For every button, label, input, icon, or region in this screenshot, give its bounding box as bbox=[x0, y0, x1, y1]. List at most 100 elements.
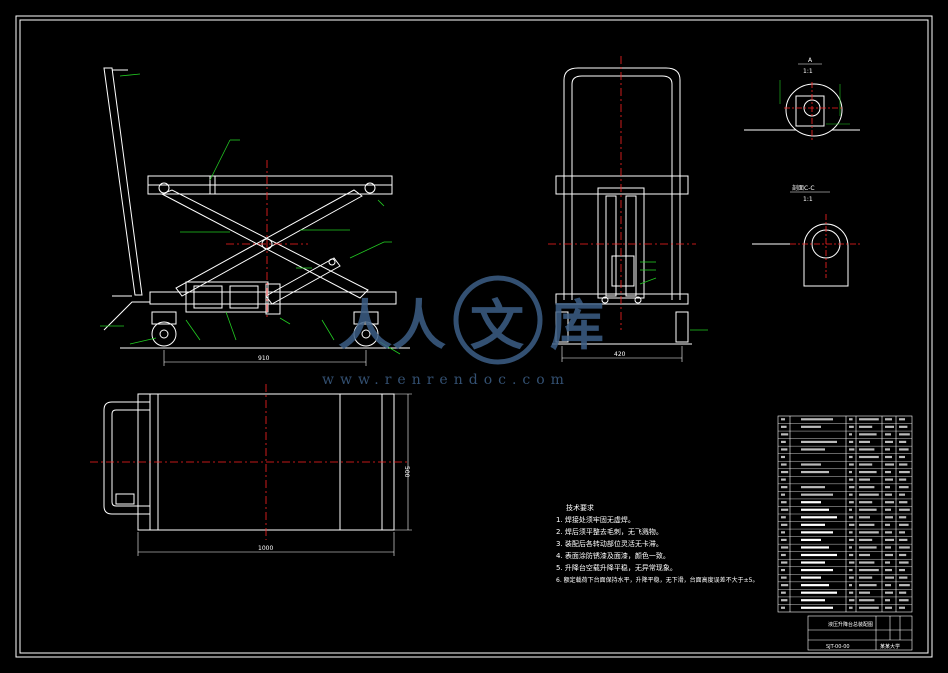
parts-list-cell-mark bbox=[801, 538, 821, 542]
detail-a-scale: 1:1 bbox=[803, 68, 813, 75]
parts-list-cell-mark bbox=[899, 501, 908, 504]
parts-list-cell-mark bbox=[849, 455, 853, 459]
parts-list-cell-mark bbox=[899, 553, 907, 557]
parts-list-cell-mark bbox=[849, 568, 853, 572]
parts-list-cell-mark bbox=[781, 493, 785, 496]
parts-list-cell-mark bbox=[899, 425, 908, 428]
parts-list-cell-mark bbox=[801, 591, 837, 594]
front-view bbox=[552, 67, 692, 345]
parts-list-cell-mark bbox=[859, 508, 877, 511]
parts-list-cell-mark bbox=[899, 448, 909, 451]
title-block-company: 某某大学 bbox=[880, 643, 900, 650]
parts-list-cell-mark bbox=[781, 591, 786, 594]
parts-list-cell-mark bbox=[849, 486, 855, 489]
parts-list-cell-mark bbox=[859, 568, 879, 572]
parts-list-cell-mark bbox=[859, 553, 870, 557]
parts-list-cell-mark bbox=[885, 546, 891, 549]
parts-list-cell-mark bbox=[899, 493, 905, 496]
parts-list-cell-mark bbox=[849, 448, 855, 451]
parts-list-cell-mark bbox=[885, 440, 893, 444]
technical-notes: 技术要求 1. 焊接处须牢固无虚焊。 2. 焊后须平整去毛刺，无飞溅物。 3. … bbox=[556, 503, 758, 584]
parts-list-cell-mark bbox=[899, 463, 908, 466]
parts-list-cell-mark bbox=[859, 561, 875, 564]
parts-list-cell-mark bbox=[885, 576, 894, 579]
parts-list-cell-mark bbox=[781, 561, 788, 564]
parts-list-cell-mark bbox=[899, 538, 908, 542]
parts-list-cell-mark bbox=[849, 478, 854, 481]
parts-list-cell-mark bbox=[885, 448, 890, 451]
parts-list-cell-mark bbox=[781, 418, 785, 421]
parts-list-cell-mark bbox=[801, 584, 829, 587]
parts-list-cell-mark bbox=[885, 599, 890, 602]
parts-list-cell-mark bbox=[899, 418, 905, 421]
parts-list-cell-mark bbox=[801, 576, 821, 579]
parts-list-cell-mark bbox=[859, 576, 873, 579]
parts-list-cell-mark bbox=[781, 501, 787, 504]
parts-list-cell-mark bbox=[859, 538, 873, 542]
parts-list-cell-mark bbox=[801, 606, 833, 609]
parts-list-cell-mark bbox=[849, 523, 855, 526]
parts-list-cell-mark bbox=[849, 591, 854, 594]
parts-list-cell-mark bbox=[899, 516, 907, 519]
parts-list-cell-mark bbox=[801, 508, 829, 511]
parts-list-cell-mark bbox=[885, 561, 890, 564]
parts-list-cell-mark bbox=[899, 433, 910, 436]
parts-list-cell-mark bbox=[781, 455, 785, 459]
parts-list-cell-mark bbox=[801, 486, 825, 489]
parts-list-cells bbox=[781, 418, 910, 609]
side-view-centerlines bbox=[226, 160, 308, 320]
parts-list-cell-mark bbox=[885, 606, 892, 609]
parts-list-cell-mark bbox=[781, 470, 789, 474]
parts-list-cell-mark bbox=[801, 463, 821, 466]
detail-a-title: A bbox=[808, 57, 813, 64]
front-width-dimension: 420 bbox=[561, 346, 683, 362]
parts-list-cell-mark bbox=[899, 486, 909, 489]
parts-list-cell-mark bbox=[849, 470, 852, 474]
parts-list-cell-mark bbox=[859, 546, 877, 549]
parts-list-cell-mark bbox=[801, 418, 833, 421]
parts-list-cell-mark bbox=[849, 546, 852, 549]
parts-list-cell-mark bbox=[849, 425, 854, 428]
parts-list-cell-mark bbox=[885, 493, 892, 496]
parts-list-cell-mark bbox=[849, 576, 854, 579]
side-length-dim: 910 bbox=[258, 355, 270, 362]
parts-list-cell-mark bbox=[781, 486, 788, 489]
parts-list-cell-mark bbox=[801, 531, 833, 534]
parts-list-cell-mark bbox=[801, 448, 825, 451]
parts-list-cell-mark bbox=[859, 470, 877, 474]
parts-list-cell-mark bbox=[899, 478, 907, 481]
watermark-logo-ring bbox=[453, 275, 543, 365]
parts-list-cell-mark bbox=[899, 455, 905, 459]
front-view-centerlines bbox=[548, 56, 696, 330]
parts-list-cell-mark bbox=[859, 455, 879, 459]
parts-list-cell-mark bbox=[885, 568, 892, 572]
top-width-dimension: 500 bbox=[394, 393, 412, 531]
parts-list-cell-mark bbox=[859, 448, 875, 451]
parts-list-cell-mark bbox=[885, 553, 893, 557]
note-item: 6. 额定载荷下台面保持水平，升降平稳，无下滑，台面高度误差不大于±5。 bbox=[556, 576, 758, 584]
parts-list-cell-mark bbox=[885, 433, 891, 436]
parts-list-cell-mark bbox=[859, 591, 870, 594]
parts-list-cell-mark bbox=[885, 508, 891, 511]
parts-list-cell-mark bbox=[781, 516, 786, 519]
parts-list-cell-mark bbox=[781, 433, 789, 436]
parts-list-cell-mark bbox=[885, 538, 894, 542]
parts-list-cell-mark bbox=[859, 433, 877, 436]
parts-list-cell-mark bbox=[781, 538, 787, 542]
parts-list-cell-mark bbox=[849, 418, 853, 421]
watermark-url: www.renrendoc.com bbox=[322, 372, 570, 388]
parts-list-cell-mark bbox=[781, 508, 789, 511]
parts-list-cell-mark bbox=[899, 599, 909, 602]
parts-list-cell-mark bbox=[859, 463, 873, 466]
parts-list-cell-mark bbox=[899, 508, 910, 511]
top-view-centerlines bbox=[90, 384, 408, 540]
parts-list-cell-mark bbox=[885, 501, 894, 504]
parts-list-cell-mark bbox=[859, 531, 879, 534]
parts-list-cell-mark bbox=[801, 599, 825, 602]
parts-list-cell-mark bbox=[781, 584, 789, 587]
parts-list-cell-mark bbox=[781, 553, 786, 557]
parts-list-cell-mark bbox=[849, 584, 852, 587]
parts-list-cell-mark bbox=[781, 531, 785, 534]
parts-list-cell-mark bbox=[801, 523, 825, 526]
parts-list-cell-mark bbox=[849, 516, 854, 519]
